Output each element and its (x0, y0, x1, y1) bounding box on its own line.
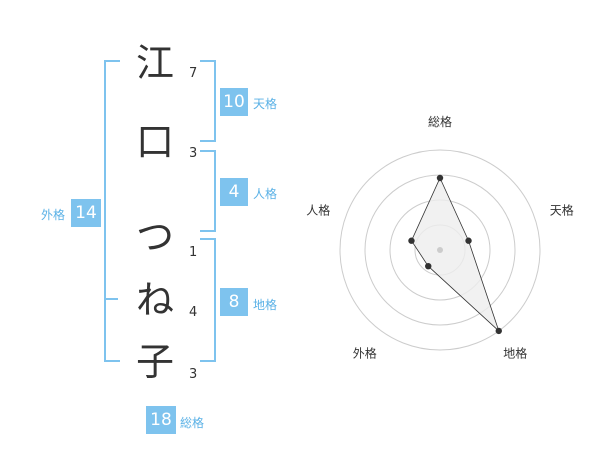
soukaku-label: 総格 (180, 416, 205, 430)
gaikaku-badge: 14 (71, 199, 101, 227)
name-char-1: 江 (135, 41, 174, 85)
chikaku-badge: 8 (220, 288, 248, 316)
tenkaku-badge: 10 (220, 88, 248, 116)
stroke-count-5: 3 (189, 367, 198, 382)
stroke-count-3: 1 (189, 245, 198, 260)
jinkaku-bracket (200, 150, 216, 232)
radar-point-5 (408, 237, 415, 244)
gaikaku-label: 外格 (41, 208, 66, 222)
stroke-count-4: 4 (189, 305, 198, 320)
radar-point-1 (436, 174, 444, 182)
tenkaku-bracket (200, 60, 216, 142)
radar-axis-label-4: 外格 (353, 346, 377, 361)
name-char-5: 子 (135, 340, 174, 384)
jinkaku-label: 人格 (253, 187, 278, 201)
radar-polygon (411, 177, 500, 332)
soukaku-badge: 18 (146, 406, 176, 434)
radar-axis-label-1: 総格 (428, 114, 452, 129)
radar-ring-4 (339, 149, 541, 351)
radar-axis-label-5: 人格 (306, 202, 330, 217)
name-char-3: つ (135, 215, 174, 259)
radar-center (437, 247, 443, 253)
chikaku-bracket (200, 238, 216, 362)
radar-point-4 (425, 262, 432, 270)
radar-point-3 (495, 327, 502, 335)
jinkaku-badge: 4 (220, 178, 248, 206)
name-char-4: ね (135, 278, 174, 322)
stroke-count-1: 7 (189, 66, 198, 81)
gaikaku-bracket (104, 60, 120, 362)
chikaku-label: 地格 (253, 298, 278, 312)
gaikaku-bracket-mid (106, 298, 118, 300)
radar-axis-label-3: 地格 (503, 346, 527, 361)
radar-point-2 (465, 237, 472, 244)
name-char-2: 口 (135, 120, 174, 164)
stroke-count-2: 3 (189, 146, 198, 161)
tenkaku-label: 天格 (253, 97, 278, 111)
radar-axis-label-2: 天格 (550, 202, 574, 217)
